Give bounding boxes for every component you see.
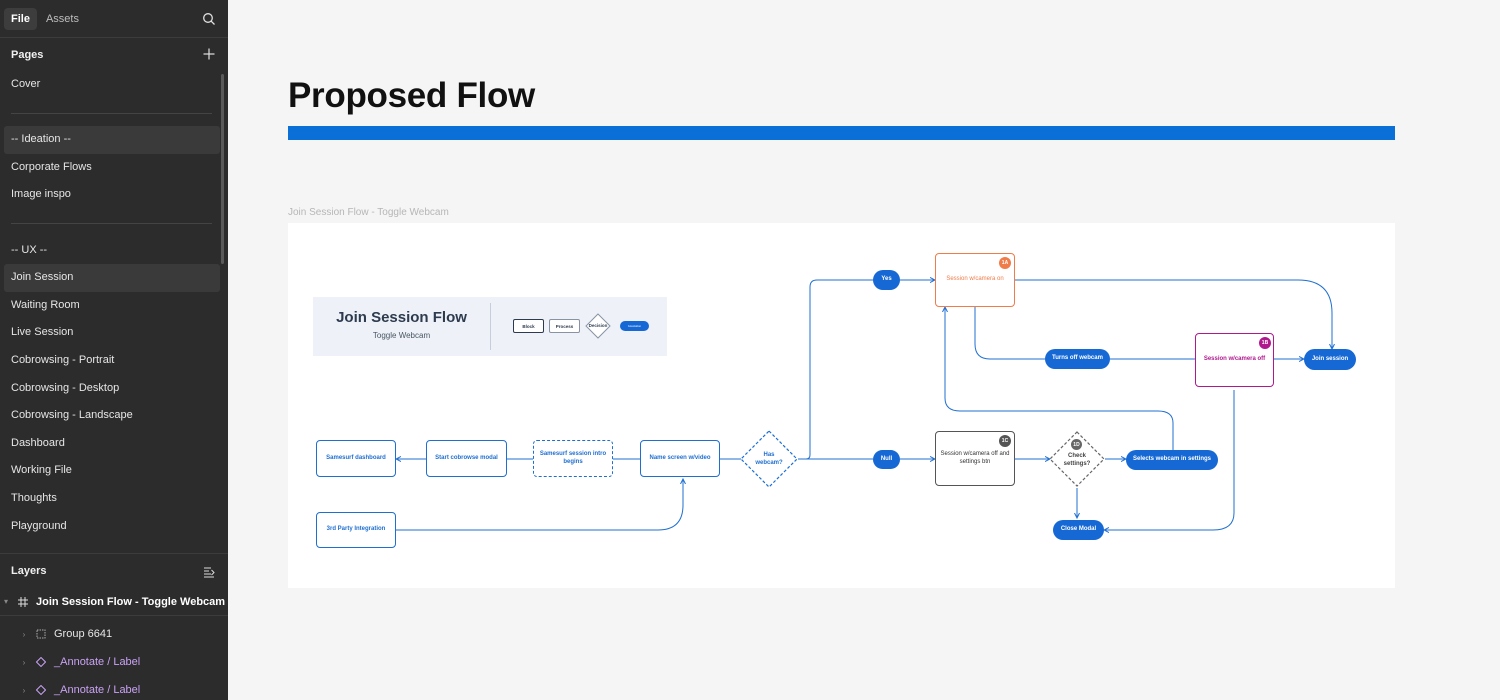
pill-turns-off-webcam[interactable]: Turns off webcam bbox=[1045, 349, 1110, 369]
chevron-right-icon[interactable]: › bbox=[22, 629, 26, 639]
legend-decision-shape bbox=[585, 313, 611, 339]
flow-frame[interactable]: Join Session Flow Toggle Webcam Block Pr… bbox=[288, 223, 1395, 588]
pill-null[interactable]: Null bbox=[873, 450, 900, 469]
pages-heading: Pages bbox=[11, 49, 44, 61]
page-item-cobrowsing-desktop[interactable]: Cobrowsing - Desktop bbox=[11, 381, 120, 394]
layer-row-annotate[interactable]: › _Annotate / Label bbox=[0, 676, 228, 700]
layer-row-frame[interactable]: ▾ Join Session Flow - Toggle Webcam bbox=[0, 588, 228, 616]
layer-options-icon[interactable] bbox=[203, 565, 215, 578]
chevron-right-icon[interactable]: › bbox=[22, 685, 26, 695]
node-session-camera-off-settings[interactable]: Session w/camera off and settings btn bbox=[935, 431, 1015, 486]
legend-divider bbox=[490, 303, 491, 350]
node-third-party[interactable]: 3rd Party Integration bbox=[316, 512, 396, 548]
page-item-ideation[interactable]: -- Ideation -- bbox=[4, 126, 220, 154]
layer-row-annotate[interactable]: › _Annotate / Label bbox=[0, 648, 228, 676]
left-sidebar: File Assets Pages Cover -- Ideation -- C… bbox=[0, 0, 228, 700]
search-icon[interactable] bbox=[202, 12, 216, 26]
pill-selects-webcam[interactable]: Selects webcam in settings bbox=[1126, 450, 1218, 470]
page-divider bbox=[4, 209, 220, 237]
page-title: Proposed Flow bbox=[288, 76, 535, 115]
group-icon bbox=[34, 627, 48, 641]
decision-check-settings-shape[interactable] bbox=[1049, 431, 1105, 487]
page-item-dashboard[interactable]: Dashboard bbox=[11, 436, 65, 449]
design-canvas[interactable]: Proposed Flow Join Session Flow - Toggle… bbox=[228, 0, 1500, 700]
page-list: Cover -- Ideation -- Corporate Flows Ima… bbox=[4, 71, 220, 540]
pages-scrollbar[interactable] bbox=[221, 74, 224, 264]
page-item-cobrowsing-landscape[interactable]: Cobrowsing - Landscape bbox=[11, 409, 133, 422]
flow-legend[interactable]: Join Session Flow Toggle Webcam Block Pr… bbox=[313, 297, 667, 356]
page-item-image-inspo[interactable]: Image inspo bbox=[11, 188, 71, 201]
sidebar-tabs: File Assets bbox=[0, 0, 228, 38]
layer-label: _Annotate / Label bbox=[54, 656, 141, 668]
page-item-corporate-flows[interactable]: Corporate Flows bbox=[11, 160, 92, 173]
legend-block: Block bbox=[513, 319, 544, 333]
tab-file[interactable]: File bbox=[4, 7, 37, 30]
frame-icon bbox=[16, 595, 30, 609]
component-icon bbox=[34, 683, 48, 697]
legend-process: Process bbox=[549, 319, 580, 333]
badge-1d: 1D bbox=[1071, 439, 1082, 450]
decision-has-webcam: Has webcam? bbox=[755, 452, 783, 466]
page-item-cover[interactable]: Cover bbox=[11, 78, 41, 90]
badge-1c: 1C bbox=[999, 435, 1011, 447]
tab-assets[interactable]: Assets bbox=[45, 12, 79, 25]
component-icon bbox=[34, 655, 48, 669]
node-name-screen[interactable]: Name screen w/video bbox=[640, 440, 720, 477]
page-item-ux[interactable]: -- UX -- bbox=[11, 243, 48, 256]
pill-close-modal[interactable]: Close Modal bbox=[1053, 520, 1104, 540]
page-item-cobrowsing-portrait[interactable]: Cobrowsing - Portrait bbox=[11, 353, 115, 366]
decision-check-settings: Check settings? bbox=[1063, 453, 1091, 467]
legend-decision: Decision bbox=[588, 323, 608, 328]
layer-label: _Annotate / Label bbox=[54, 684, 141, 696]
flow-connectors bbox=[288, 223, 1395, 588]
frame-label[interactable]: Join Session Flow - Toggle Webcam bbox=[288, 207, 449, 218]
decision-has-webcam-shape[interactable] bbox=[740, 430, 798, 488]
legend-annotation: Annotation bbox=[620, 321, 649, 331]
layer-row-group[interactable]: › Group 6641 bbox=[0, 620, 228, 648]
chevron-down-icon[interactable]: ▾ bbox=[3, 597, 8, 606]
page-item-waiting-room[interactable]: Waiting Room bbox=[11, 298, 80, 311]
layers-divider bbox=[0, 553, 228, 554]
layer-label: Group 6641 bbox=[54, 628, 113, 640]
page-item-join-session[interactable]: Join Session bbox=[4, 264, 220, 292]
node-start-cobrowse[interactable]: Start cobrowse modal bbox=[426, 440, 507, 477]
pill-join-session[interactable]: Join session bbox=[1304, 349, 1356, 370]
title-accent-bar bbox=[288, 126, 1395, 140]
pill-yes[interactable]: Yes bbox=[873, 270, 900, 290]
legend-title: Join Session Flow bbox=[336, 309, 467, 326]
node-samesurf-dashboard[interactable]: Samesurf dashboard bbox=[316, 440, 396, 477]
node-session-intro[interactable]: Samesurf session intro begins bbox=[533, 440, 613, 477]
badge-1b: 1B bbox=[1259, 337, 1271, 349]
add-page-icon[interactable] bbox=[202, 47, 216, 61]
page-divider bbox=[4, 99, 220, 127]
page-item-live-session[interactable]: Live Session bbox=[11, 326, 74, 339]
page-item-working-file[interactable]: Working File bbox=[11, 464, 72, 477]
page-item-thoughts[interactable]: Thoughts bbox=[11, 491, 57, 504]
layer-label: Join Session Flow - Toggle Webcam bbox=[36, 595, 226, 608]
layers-heading: Layers bbox=[11, 565, 47, 577]
badge-1a: 1A bbox=[999, 257, 1011, 269]
chevron-right-icon[interactable]: › bbox=[22, 657, 26, 667]
legend-subtitle: Toggle Webcam bbox=[372, 331, 431, 340]
page-item-playground[interactable]: Playground bbox=[11, 519, 67, 532]
